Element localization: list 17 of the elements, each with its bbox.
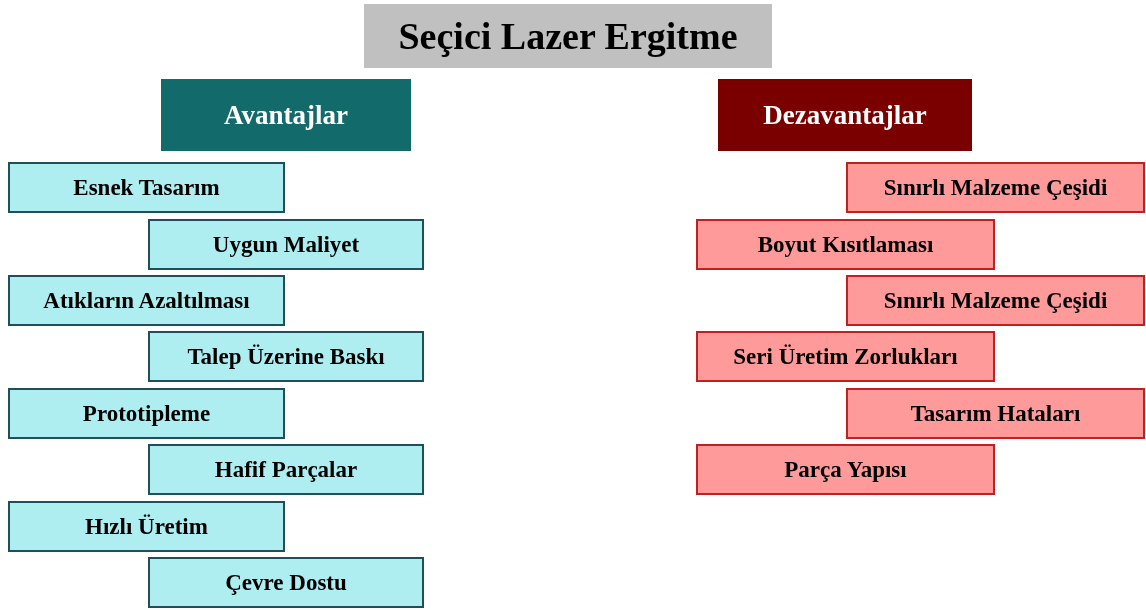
advantage-box: Talep Üzerine Baskı (148, 331, 424, 382)
advantage-box: Hafif Parçalar (148, 444, 424, 495)
disadvantage-box: Tasarım Hataları (846, 388, 1145, 439)
disadvantage-box: Parça Yapısı (696, 444, 995, 495)
category-header: Dezavantajlar (718, 79, 972, 151)
category-header: Avantajlar (161, 79, 411, 151)
advantage-box: Esnek Tasarım (8, 162, 285, 213)
disadvantage-box: Sınırlı Malzeme Çeşidi (846, 162, 1145, 213)
title-banner: Seçici Lazer Ergitme (364, 4, 772, 68)
advantage-box: Prototipleme (8, 388, 285, 439)
disadvantage-box: Sınırlı Malzeme Çeşidi (846, 275, 1145, 326)
disadvantage-box: Seri Üretim Zorlukları (696, 331, 995, 382)
advantage-box: Hızlı Üretim (8, 501, 285, 552)
advantage-box: Atıkların Azaltılması (8, 275, 285, 326)
advantage-box: Çevre Dostu (148, 557, 424, 608)
advantage-box: Uygun Maliyet (148, 219, 424, 270)
disadvantage-box: Boyut Kısıtlaması (696, 219, 995, 270)
